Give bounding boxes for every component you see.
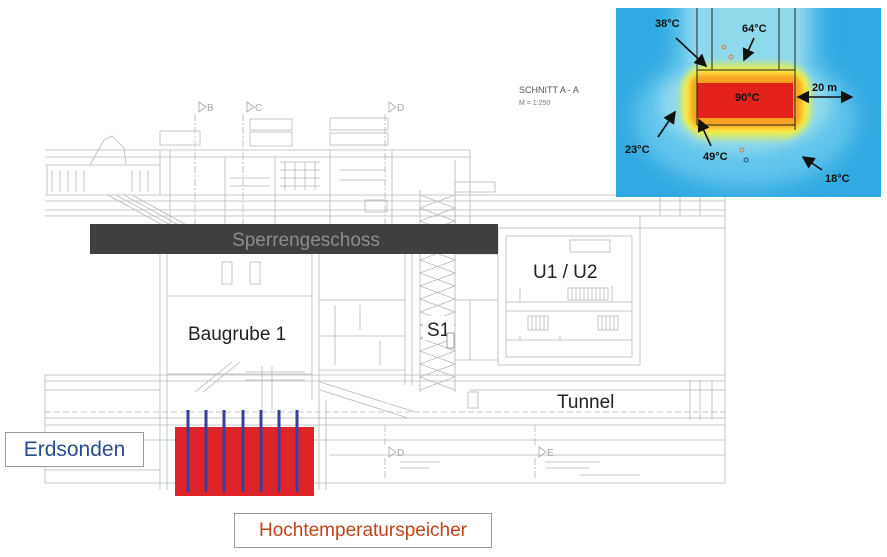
distance-label: 20 m	[812, 82, 837, 94]
tunnel-label: Tunnel	[557, 392, 614, 413]
axis-triangle-icon	[388, 446, 397, 458]
section-scale: M = 1:250	[519, 100, 550, 107]
temp-label-far: 18°C	[825, 173, 850, 185]
axis-marker-d-bottom: D	[388, 446, 404, 459]
axis-marker-e: E	[538, 446, 554, 459]
erdsonden-label: Erdsonden	[23, 437, 126, 461]
core-zone	[697, 83, 793, 118]
erdsonden-callout: Erdsonden	[5, 432, 144, 467]
s1-label: S1	[427, 320, 450, 341]
axis-label-e: E	[547, 448, 554, 459]
axis-triangle-icon	[246, 101, 255, 113]
sperrengeschoss-label: Sperrengeschoss	[232, 230, 380, 251]
axis-marker-d-top: D	[388, 101, 404, 114]
axis-label-c: C	[255, 103, 262, 114]
section-title: SCHNITT A - A	[519, 85, 579, 95]
temp-label-bottom: 49°C	[703, 151, 728, 163]
temp-label-top: 64°C	[742, 23, 767, 35]
borehole-probes	[186, 410, 299, 492]
axis-label-b: B	[207, 103, 214, 114]
high-temperature-storage	[175, 410, 314, 496]
axis-triangle-icon	[388, 101, 397, 113]
axis-marker-b: B	[198, 101, 214, 114]
u1u2-label-bg	[526, 258, 614, 284]
temp-label-left: 23°C	[625, 144, 650, 156]
axis-lines	[194, 114, 536, 478]
axis-triangle-icon	[198, 101, 207, 113]
sensor-markers	[721, 44, 749, 163]
hochtemperaturspeicher-label: Hochtemperaturspeicher	[258, 519, 468, 541]
axis-marker-c: C	[246, 101, 262, 114]
axis-label-d: D	[397, 448, 404, 459]
u1u2-label: U1 / U2	[533, 262, 597, 283]
s1-marker	[446, 332, 455, 349]
temp-label-shaft: 38°C	[655, 18, 680, 30]
callout-arrows	[657, 37, 854, 171]
baugrube-label: Baugrube 1	[188, 324, 286, 345]
tunnel-label-bg	[545, 391, 633, 410]
axis-triangle-icon	[538, 446, 547, 458]
axis-label-d: D	[397, 103, 404, 114]
temp-label-core: 90°C	[735, 92, 760, 104]
thermal-inset: 38°C 64°C 90°C 20 m 23°C 49°C 18°C	[616, 8, 881, 197]
sperrengeschoss-bar	[90, 224, 498, 254]
hochtemperaturspeicher-callout: Hochtemperaturspeicher	[234, 513, 492, 548]
